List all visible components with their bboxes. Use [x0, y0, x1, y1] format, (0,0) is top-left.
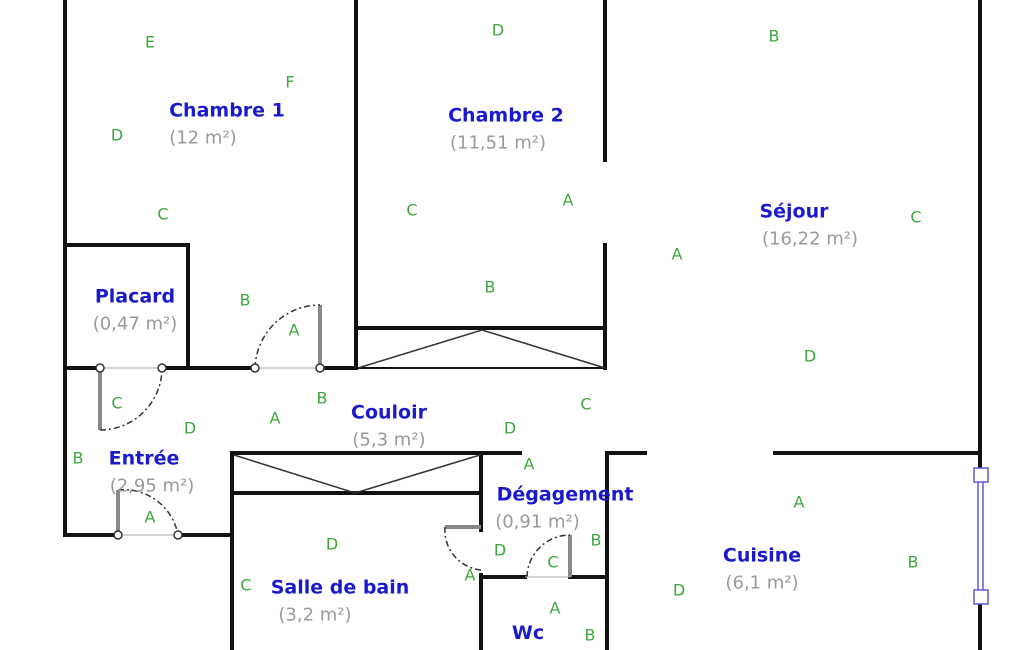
room-area: (5,3 m²): [352, 429, 426, 451]
room-area: (11,51 m²): [449, 132, 547, 154]
wall-marker: A: [562, 190, 574, 210]
room-name: Wc: [511, 622, 545, 644]
room-name: Salle de bain: [270, 576, 410, 599]
wall-marker: D: [493, 540, 507, 560]
room-name: Dégagement: [496, 483, 634, 506]
wall-marker: A: [464, 565, 476, 585]
wall-marker: C: [910, 207, 922, 227]
room-name: Chambre 2: [448, 104, 564, 127]
wall-marker: C: [157, 204, 169, 224]
wall-marker: C: [406, 200, 418, 220]
wall-marker: D: [110, 125, 124, 145]
wall-marker: B: [484, 277, 496, 297]
wall-marker: D: [503, 418, 517, 438]
room-area: (6,1 m²): [725, 572, 799, 594]
wall-marker: B: [768, 26, 780, 46]
wall-marker: B: [316, 388, 328, 408]
wall-marker: B: [907, 552, 919, 572]
wall-marker: A: [144, 507, 156, 527]
wall-marker: A: [671, 244, 683, 264]
wall-marker: C: [547, 552, 559, 572]
room-area: (0,91 m²): [495, 511, 580, 533]
wall-marker: F: [285, 72, 295, 92]
room-name: Chambre 1: [169, 99, 285, 122]
wall-marker: D: [491, 20, 505, 40]
wall-marker: A: [793, 492, 805, 512]
room-name: Entrée: [108, 447, 180, 470]
wall-marker: B: [584, 625, 596, 645]
room-entree[interactable]: Entrée (2,95 m²): [109, 448, 195, 497]
room-sejour[interactable]: Séjour (16,22 m²): [759, 201, 859, 250]
room-name: Cuisine: [722, 544, 802, 567]
room-area: (16,22 m²): [761, 228, 859, 250]
room-area: (0,47 m²): [92, 313, 178, 335]
wall-marker: D: [803, 346, 817, 366]
wall-marker: D: [325, 534, 339, 554]
wall-marker: C: [111, 393, 123, 413]
room-chambre-1[interactable]: Chambre 1 (12 m²): [169, 100, 285, 149]
wall-marker: B: [590, 530, 602, 550]
room-salle-de-bain[interactable]: Salle de bain (3,2 m²): [271, 577, 410, 626]
room-area: (2,95 m²): [109, 475, 195, 497]
room-name: Séjour: [759, 200, 829, 223]
room-couloir[interactable]: Couloir (5,3 m²): [351, 402, 427, 451]
room-wc[interactable]: Wc: [512, 622, 544, 644]
wall-marker: A: [523, 454, 535, 474]
room-area: (3,2 m²): [278, 604, 352, 626]
wall-marker: A: [288, 320, 300, 340]
room-area: (12 m²): [169, 127, 237, 149]
room-chambre-2[interactable]: Chambre 2 (11,51 m²): [448, 105, 564, 154]
room-cuisine[interactable]: Cuisine (6,1 m²): [723, 545, 801, 594]
wall-marker: D: [672, 580, 686, 600]
room-degagement[interactable]: Dégagement (0,91 m²): [477, 483, 634, 533]
room-name: Couloir: [351, 401, 427, 424]
wall-marker: D: [183, 418, 197, 438]
wall-marker: B: [239, 290, 251, 310]
wall-marker: C: [240, 575, 252, 595]
room-placard[interactable]: Placard (0,47 m²): [93, 286, 178, 335]
wall-marker: A: [269, 408, 281, 428]
wall-marker: C: [580, 394, 592, 414]
wall-marker: B: [72, 448, 84, 468]
wall-marker: E: [144, 32, 156, 52]
room-name: Placard: [94, 285, 176, 308]
window: [973, 467, 989, 605]
wall-marker: A: [549, 598, 561, 618]
